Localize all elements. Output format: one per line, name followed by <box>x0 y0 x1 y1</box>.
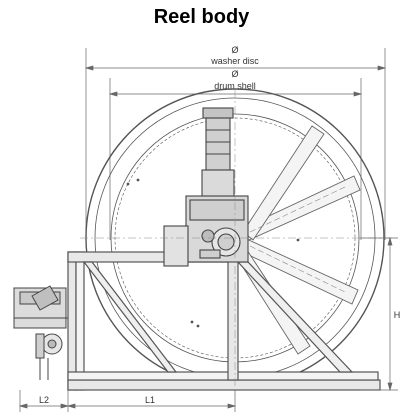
l2-label: L2 <box>39 395 49 405</box>
centre-lines <box>80 90 395 395</box>
height-dimension <box>360 236 398 392</box>
reel-frame <box>67 251 381 391</box>
drive-motor <box>201 107 235 197</box>
winding-guide <box>13 285 68 380</box>
washer-disc-label: washer disc <box>210 56 259 66</box>
drum-diameter-symbol: Ø <box>231 69 238 79</box>
gearbox <box>163 195 249 267</box>
height-label: H <box>394 310 401 320</box>
disc-rivets <box>126 178 300 328</box>
drawing-title: Reel body <box>153 6 250 28</box>
drum-shell-label: drum shell <box>214 81 256 91</box>
washer-diameter-symbol: Ø <box>231 45 238 55</box>
washer-disc-dimension <box>84 48 387 240</box>
l1-label: L1 <box>145 395 155 405</box>
length-dimensions <box>18 390 237 412</box>
